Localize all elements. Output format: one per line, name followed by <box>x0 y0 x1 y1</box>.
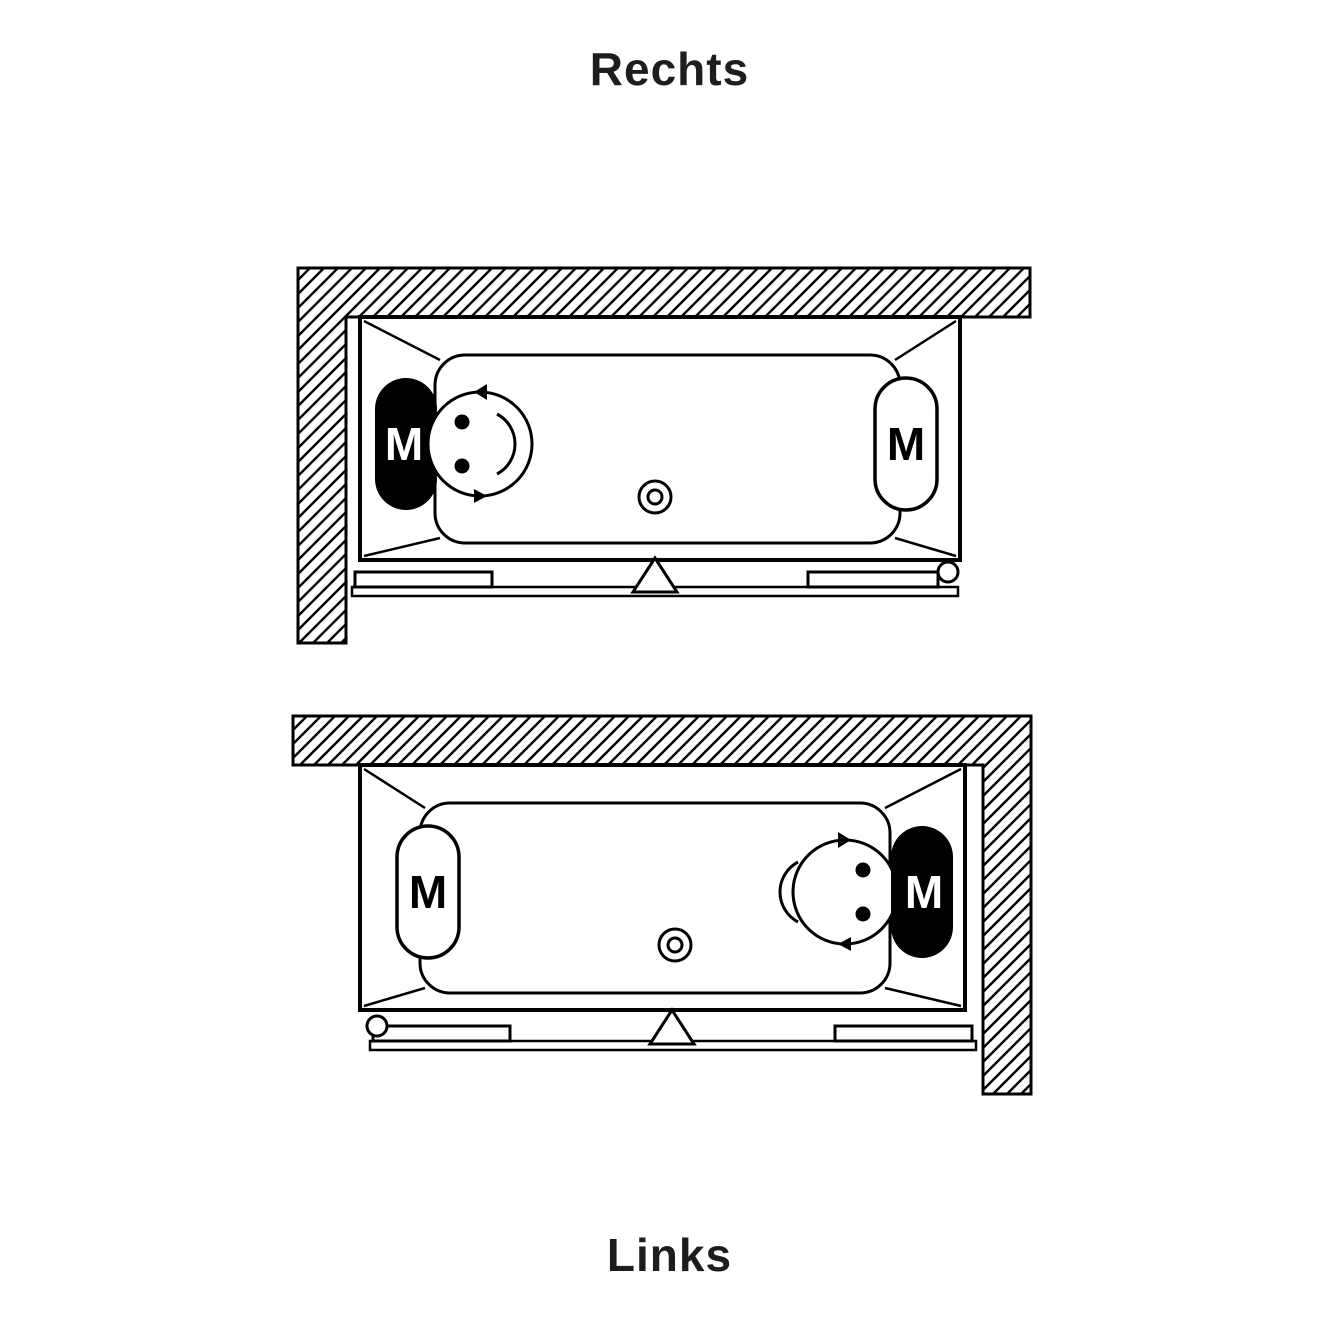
pivot-knob <box>936 560 960 584</box>
orientation-label-links: Links <box>606 1229 733 1281</box>
smiley-smile <box>496 412 517 476</box>
door-panel-left <box>353 570 494 589</box>
door-panel-right <box>833 1024 974 1043</box>
sliding-door-assembly <box>350 555 960 598</box>
sliding-door-assembly <box>365 1007 978 1052</box>
motor-letter: M <box>385 418 423 470</box>
motor-marker-filled <box>375 378 437 510</box>
smiley-eye <box>855 862 871 878</box>
smiley-eye <box>454 414 470 430</box>
door-panel-right <box>806 570 940 589</box>
wall-hatched-rechts <box>296 266 1032 645</box>
bathtub-diagram-links: M M <box>291 714 1033 1096</box>
rotation-arrow <box>474 489 487 503</box>
wall-hatched-links <box>291 714 1033 1096</box>
bathtub-diagram-rechts: M M <box>296 266 1032 645</box>
motor-marker-outline <box>873 376 939 512</box>
drain-icon <box>657 927 693 963</box>
motor-letter: M <box>887 418 925 470</box>
rotating-smiley-icon <box>426 384 534 503</box>
rotation-arrow <box>838 937 851 951</box>
door-panel-left <box>371 1024 512 1043</box>
motor-letter: M <box>409 866 447 918</box>
orientation-label-rechts: Rechts <box>589 43 750 95</box>
rotation-arrow <box>474 384 487 400</box>
pivot-knob <box>365 1014 389 1038</box>
smiley-eye <box>855 906 871 922</box>
center-marker <box>647 1007 697 1046</box>
motor-letter: M <box>905 866 943 918</box>
tub-corner-lines <box>363 767 962 1008</box>
motor-marker-filled <box>891 826 953 958</box>
smiley-eye <box>454 458 470 474</box>
motor-marker-outline <box>395 824 461 960</box>
drain-icon <box>637 479 673 515</box>
rotation-arrow <box>838 832 851 848</box>
smiley-smile <box>778 860 799 924</box>
center-marker <box>630 555 680 594</box>
tub-corner-lines <box>363 319 957 558</box>
